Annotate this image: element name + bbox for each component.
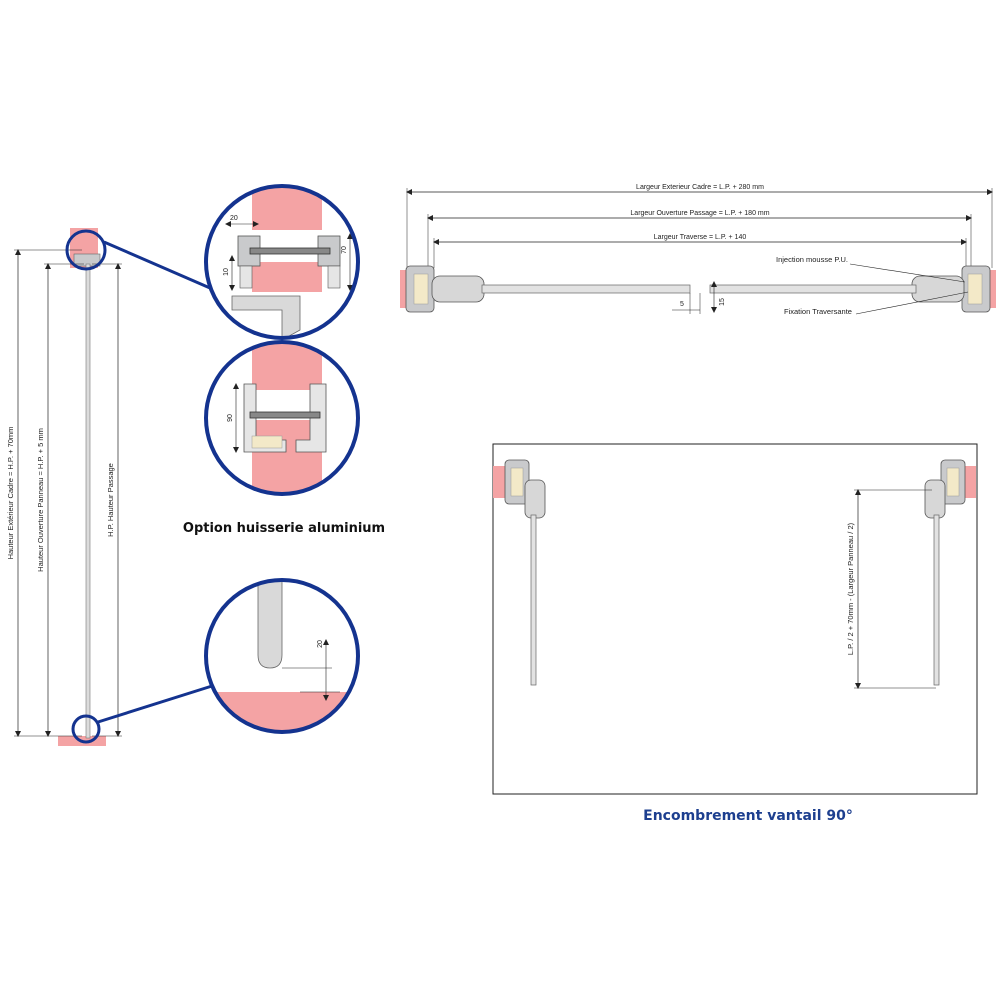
hinge-left — [431, 275, 485, 303]
plan-view: Largeur Exterieur Cadre = L.P. + 280 mm … — [400, 184, 996, 316]
hinge-right — [924, 479, 946, 519]
dim-label-20: 20 — [230, 215, 238, 222]
dim-label-traverse-width: Largeur Traverse = L.P. + 140 — [654, 234, 747, 241]
detail-marker-top — [65, 229, 107, 271]
panel-right — [709, 284, 917, 294]
swing-frame-box — [492, 443, 978, 795]
dim-label-20: 20 — [317, 640, 324, 648]
frame-foot-right — [327, 265, 341, 289]
frame-foot-left — [239, 265, 253, 289]
leader-injection — [849, 263, 966, 283]
dim-label-10: 10 — [223, 268, 230, 276]
panel-bottom-edge — [257, 580, 283, 669]
dim-label-opening-width: Largeur Ouverture Passage = L.P. + 180 m… — [630, 210, 769, 217]
caption-aluminium-option: Option huisserie aluminium — [183, 521, 385, 536]
leader-top — [103, 240, 211, 290]
label-fixation: Fixation Traversante — [784, 307, 852, 316]
dim-label-15: 15 — [719, 298, 726, 306]
foam-left — [413, 273, 429, 305]
dim-label-70: 70 — [341, 246, 348, 254]
door-panel — [85, 263, 91, 739]
foam-left — [510, 467, 524, 497]
swing-view: L.P. / 2 + 70mm - (Largeur Panneau / 2) … — [492, 443, 978, 824]
detail-circle-top — [204, 184, 360, 340]
caption-swing-clearance: Encombrement vantail 90° — [643, 808, 853, 824]
dim-label-panel-height: Hauteur Ouverture Panneau = H.P. + 5 mm — [36, 428, 45, 572]
foam-right — [967, 273, 983, 305]
leader-bottom — [97, 684, 213, 724]
panel-left — [481, 284, 691, 294]
detail-circle-aluminium — [204, 340, 360, 496]
alu-profile-left — [243, 383, 287, 453]
left-elevation: Hauteur Extérieur Cadre = H.P. + 70mm Ha… — [6, 228, 213, 746]
detail-aluminium: 90 Option huisserie aluminium — [183, 340, 385, 536]
wall-section — [252, 342, 322, 390]
dim-label-clearance: L.P. / 2 + 70mm - (Largeur Panneau / 2) — [846, 522, 855, 655]
detail-marker-bottom — [71, 714, 101, 744]
through-bolt — [249, 247, 331, 255]
detail-circle-bottom — [204, 578, 360, 734]
panel-right-open — [933, 514, 940, 686]
through-bolt — [249, 411, 321, 419]
dim-label-90: 90 — [227, 414, 234, 422]
panel-edge — [231, 295, 301, 338]
dim-label-passage-height: H.P. Hauteur Passage — [106, 463, 115, 537]
label-injection: Injection mousse P.U. — [776, 255, 848, 264]
detail-top: 20 70 10 — [204, 184, 360, 340]
hinge-left — [524, 479, 546, 519]
wall-section-lower — [252, 262, 322, 292]
dim-label-outer-width: Largeur Exterieur Cadre = L.P. + 280 mm — [636, 184, 764, 191]
panel-left-open — [530, 514, 537, 686]
detail-bottom: 20 — [204, 578, 360, 734]
leader-fixation — [855, 291, 969, 315]
dim-label-outer-height: Hauteur Extérieur Cadre = H.P. + 70mm — [6, 427, 15, 560]
dim-label-5: 5 — [680, 301, 684, 308]
foam-fill — [251, 435, 283, 449]
foam-right — [946, 467, 960, 497]
